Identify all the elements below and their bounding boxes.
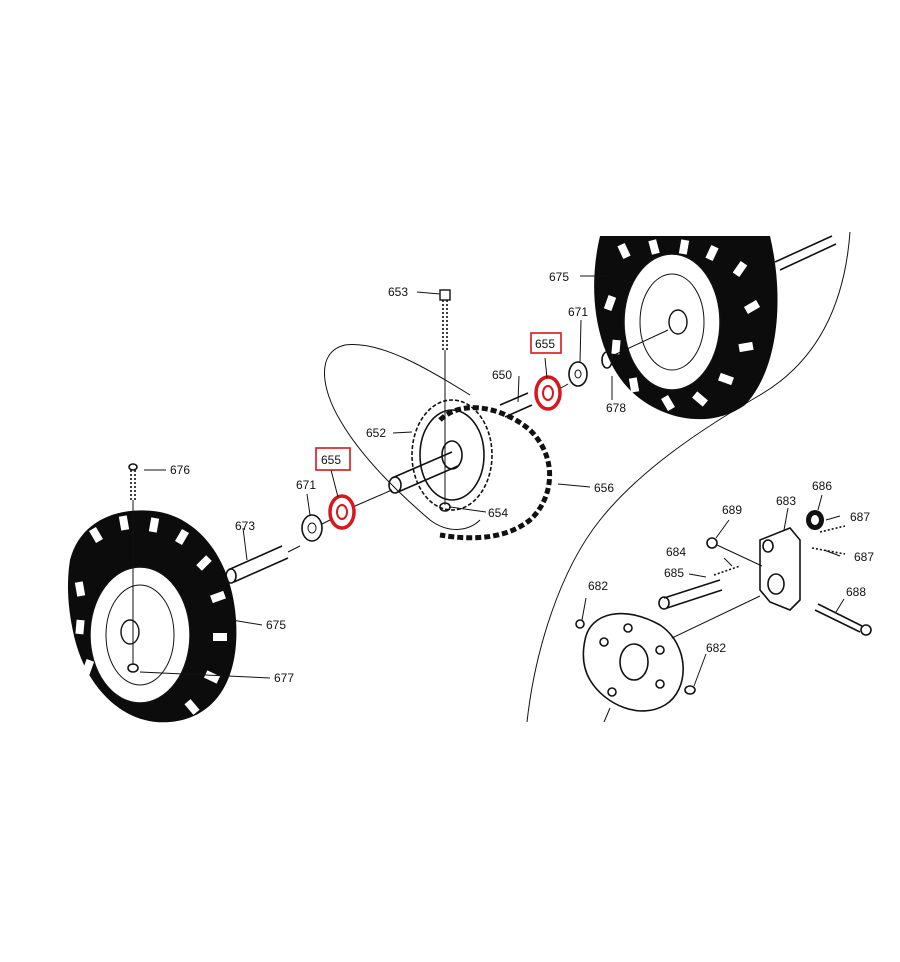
label-688: 688 (846, 585, 866, 599)
pin-685 (658, 579, 723, 610)
label-671-left: 671 (296, 478, 316, 492)
bolt-682-left (575, 619, 585, 629)
bolt-682-right (684, 685, 696, 695)
bearing-655-right (534, 375, 562, 411)
label-683: 683 (776, 494, 796, 508)
bearing-655-left (328, 494, 356, 530)
chain-656 (438, 405, 553, 541)
label-654: 654 (488, 506, 508, 520)
label-675-top: 675 (549, 270, 569, 284)
label-677: 677 (274, 671, 294, 685)
sprocket-652 (411, 399, 493, 511)
label-671-top: 671 (568, 305, 588, 319)
highlight-box-655-left (315, 447, 351, 471)
left-wheel (67, 510, 237, 723)
right-hub (668, 309, 688, 335)
label-656: 656 (594, 481, 614, 495)
label-675-left: 675 (266, 618, 286, 632)
bushing-686 (806, 510, 824, 530)
bolt-653 (439, 289, 451, 505)
label-685: 685 (664, 566, 684, 580)
left-hub (120, 619, 140, 645)
label-684: 684 (666, 545, 686, 559)
label-682-right: 682 (706, 641, 726, 655)
clip-678 (601, 351, 613, 369)
label-676: 676 (170, 463, 190, 477)
nut-677 (127, 663, 139, 673)
right-wheel (594, 236, 778, 420)
label-682-left: 682 (588, 579, 608, 593)
left-rim (89, 566, 191, 704)
spacer-tube-673 (225, 545, 289, 584)
label-655-left: 655 (321, 453, 341, 467)
label-686: 686 (812, 479, 832, 493)
flange-682 (582, 612, 684, 712)
nut-689 (706, 537, 718, 549)
right-tread-marks (603, 239, 761, 412)
washer-671-left (301, 514, 323, 542)
label-673: 673 (235, 519, 255, 533)
label-687-bottom: 687 (854, 550, 874, 564)
label-652: 652 (366, 426, 386, 440)
label-687-top: 687 (850, 510, 870, 524)
label-678: 678 (606, 401, 626, 415)
pin-676 (128, 463, 138, 665)
label-689: 689 (722, 503, 742, 517)
left-tread-marks (74, 515, 227, 715)
washer-671-right (568, 361, 588, 387)
sprocket-cover-outline (324, 343, 481, 530)
label-653: 653 (388, 285, 408, 299)
bolt-688 (814, 603, 872, 636)
detail-boundary-curve (526, 231, 851, 723)
spring-687-bottom (811, 547, 846, 555)
spring-684 (713, 565, 741, 576)
leader-lines (139, 275, 845, 687)
label-650: 650 (492, 368, 512, 382)
bracket-683 (759, 527, 801, 611)
label-655-top: 655 (535, 337, 555, 351)
highlight-box-655-top (530, 332, 562, 354)
spring-687-top (819, 525, 846, 533)
